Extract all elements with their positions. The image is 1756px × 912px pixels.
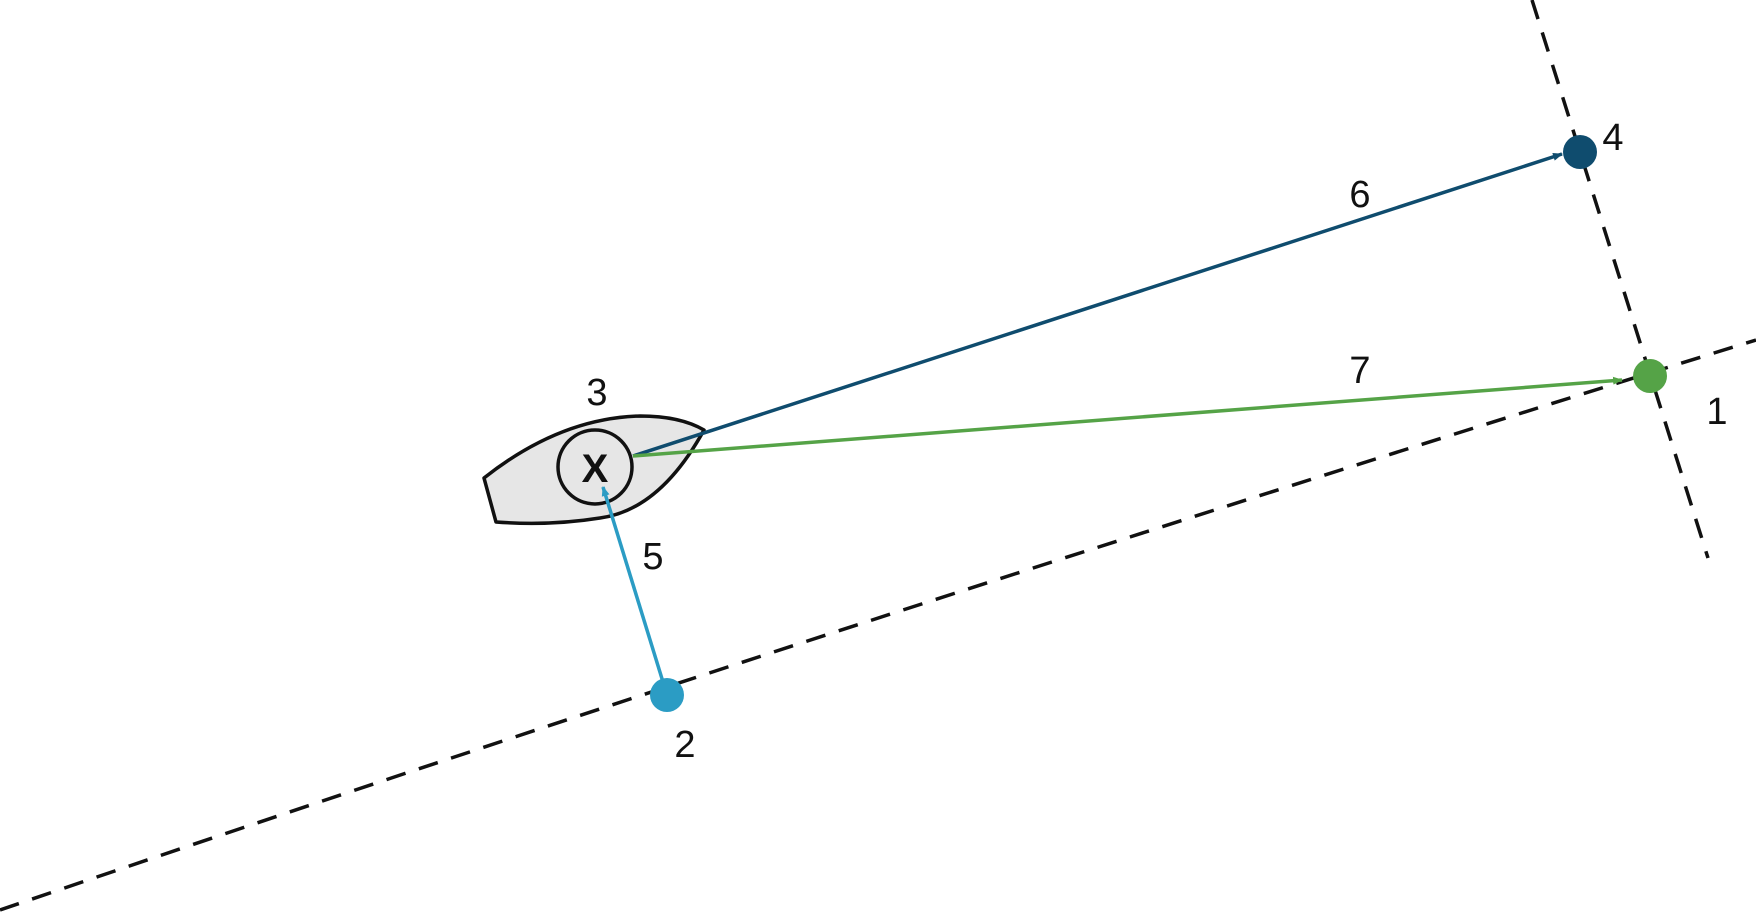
label-6: 6 [1349,174,1370,216]
point-4 [1563,135,1597,169]
boat-hull [482,414,706,526]
center-mark-x: X [582,447,609,491]
label-1: 1 [1706,391,1727,433]
arrow-6 [632,152,1563,458]
point-1 [1633,359,1667,393]
center-mark-circle [556,428,634,506]
label-7: 7 [1349,350,1370,392]
label-5: 5 [642,536,663,578]
label-4: 4 [1602,117,1623,159]
label-3: 3 [586,372,607,414]
arrow-7 [632,376,1623,458]
point-2 [650,678,684,712]
dashed-perpendicular-line [1530,0,1710,559]
dashed-curve-line [0,338,1756,912]
label-2: 2 [674,724,695,766]
arrow-5 [601,486,669,696]
